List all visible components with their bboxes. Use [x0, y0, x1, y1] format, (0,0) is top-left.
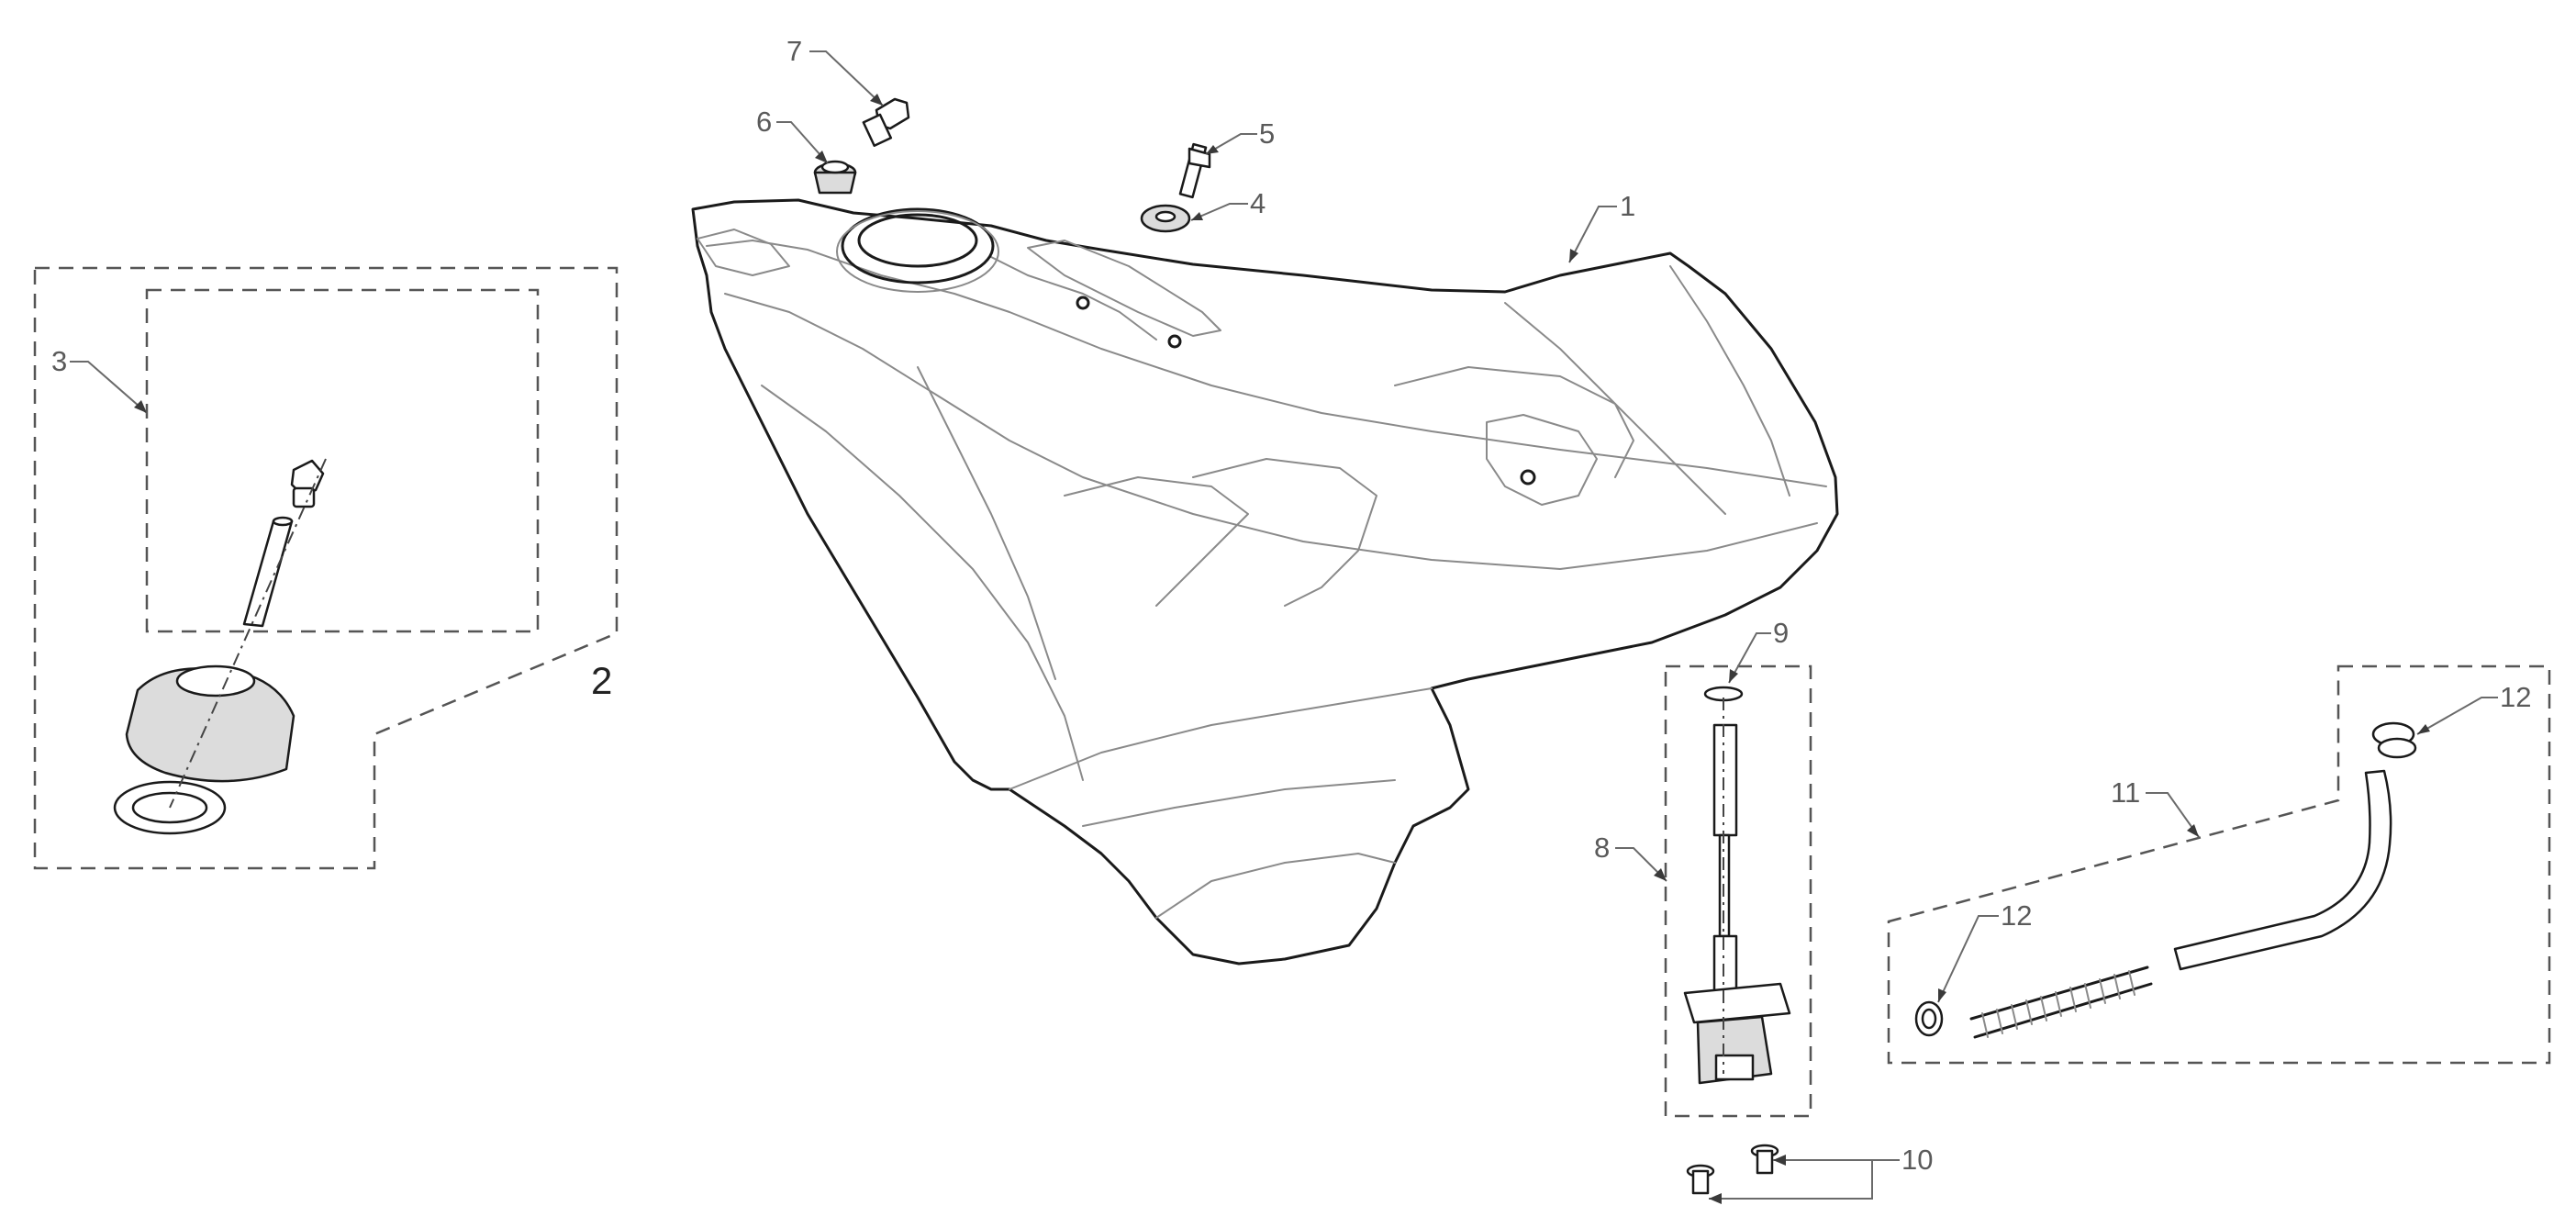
callout-6: 6: [756, 106, 772, 138]
spacer-6: [813, 160, 857, 195]
callout-4: 4: [1250, 187, 1266, 219]
callout-1: 1: [1620, 190, 1635, 222]
fuel-tank: [691, 198, 1839, 966]
hose-kit-11: [1887, 664, 2551, 1065]
callout-3: 3: [51, 345, 67, 377]
leader-lines: [70, 50, 2498, 1204]
washer-4: [1140, 204, 1191, 233]
callout-8: 8: [1594, 832, 1610, 864]
bolt-5: [1178, 142, 1211, 199]
fuel-tap-8: [1664, 664, 1812, 1118]
callout-2: 2: [591, 659, 612, 702]
callout-7: 7: [786, 35, 802, 67]
screws-10: [1686, 1144, 1779, 1195]
callout-10: 10: [1901, 1144, 1933, 1176]
callout-9: 9: [1773, 617, 1789, 649]
callout-5: 5: [1259, 117, 1275, 150]
spring: [1969, 966, 2153, 1039]
callout-labels: 7 6 5 4 1 2 3 9 8 10 11 12 12: [51, 35, 2531, 1176]
callout-12-clamp-lower: 12: [2001, 899, 2032, 932]
callout-11: 11: [2111, 776, 2140, 809]
kit-3-box: [145, 288, 540, 633]
kit-2-group: [33, 266, 619, 870]
callout-12-clamp-upper: 12: [2500, 681, 2531, 713]
bolt-7: [862, 97, 910, 147]
